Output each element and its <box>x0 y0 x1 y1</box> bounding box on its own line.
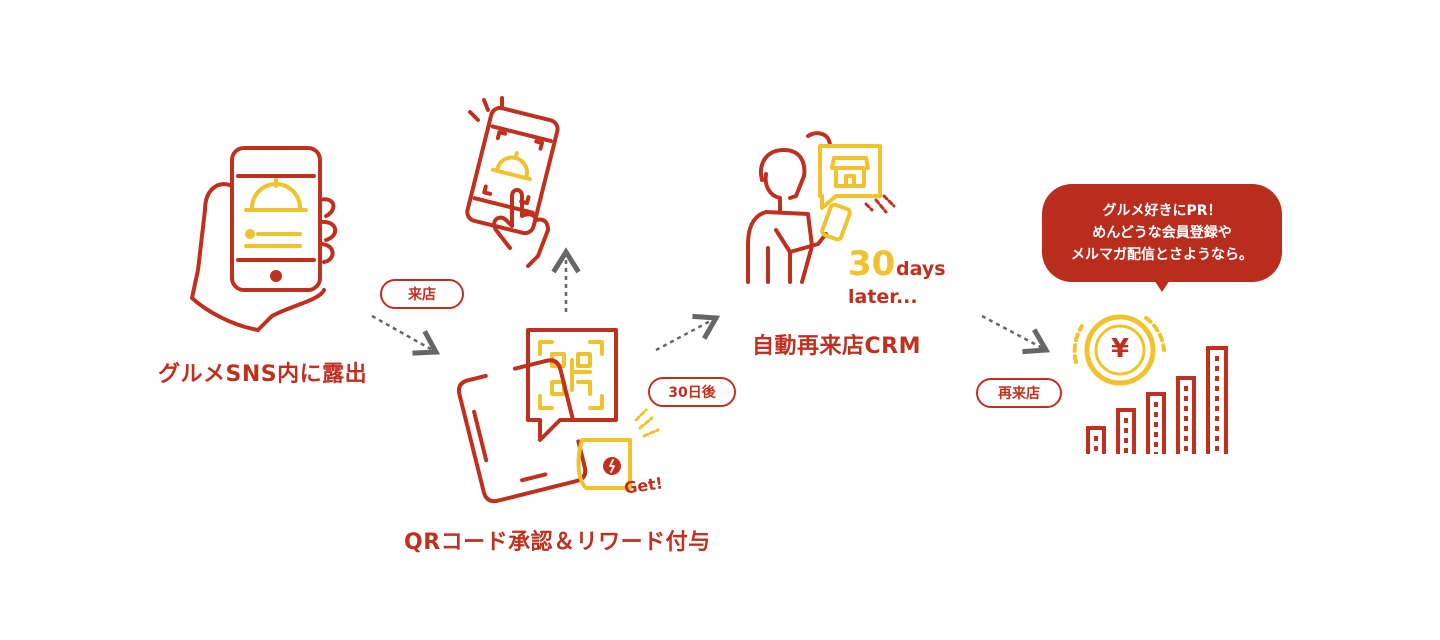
step-crm-label: 自動再来店CRM <box>752 328 921 360</box>
step-qr-label: QRコード承認＆リワード付与 <box>404 524 711 556</box>
phone-scan-icon <box>465 98 559 266</box>
days-number: 30 <box>848 244 895 284</box>
hand-phone-icon <box>192 148 335 330</box>
badge-after-30-days: 30日後 <box>648 377 736 407</box>
qr-code-icon <box>528 330 616 440</box>
benefit-speech-bubble: グルメ好きにPR！ めんどうな会員登録や メルマガ配信とさようなら。 <box>1042 184 1282 282</box>
badge-revisit: 再来店 <box>976 378 1062 408</box>
bubble-line: めんどうな会員登録や <box>1092 222 1232 244</box>
step-exposure-label: グルメSNS内に露出 <box>158 356 367 388</box>
phone-icon <box>457 358 588 503</box>
later-text: later... <box>848 286 918 308</box>
bubble-line: メルマガ配信とさようなら。 <box>1071 244 1253 266</box>
person-phone-icon <box>748 133 851 282</box>
days-unit: days <box>896 258 946 280</box>
bubble-line: グルメ好きにPR！ <box>1102 200 1221 222</box>
store-icon <box>820 146 894 212</box>
yen-symbol: ¥ <box>1108 334 1132 364</box>
badge-visit: 来店 <box>380 279 464 309</box>
